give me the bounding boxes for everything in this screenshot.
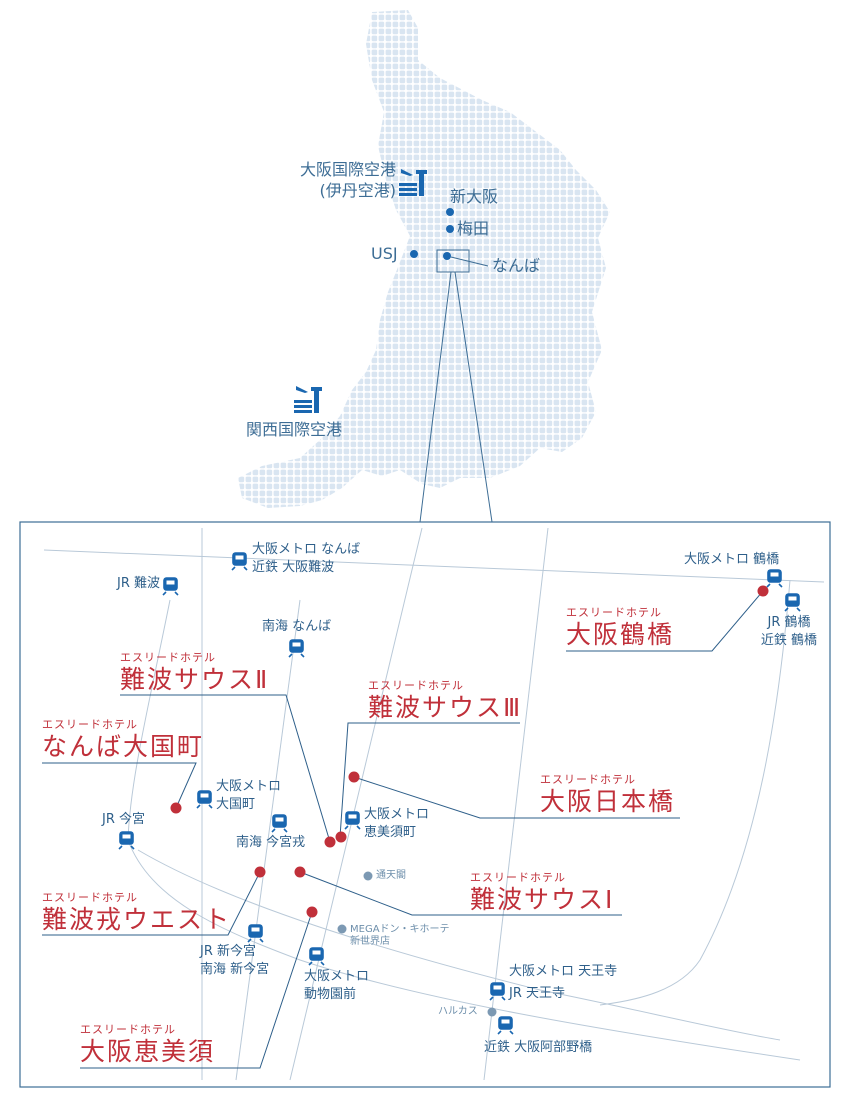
usj-dot (410, 250, 418, 258)
landmark-name: MEGAドン・キホーテ (350, 924, 450, 935)
station-jr-tennoji: JR 天王寺 (509, 986, 565, 1001)
umeda-label: 梅田 (457, 219, 490, 238)
namba-label: なんば (492, 256, 541, 275)
station-name: 大阪メトロ なんば (252, 542, 361, 557)
tsutenkaku-dot (363, 871, 373, 881)
hotel-label-namba-south-2[interactable]: エスリードホテル 難波サウスⅡ (120, 649, 269, 695)
station-daikokucho: 大阪メトロ 大国町 (216, 778, 281, 814)
station-shinimamiya: JR 新今宮 南海 新今宮 (200, 943, 269, 979)
hotel-name: 難波サウスⅠ (470, 885, 615, 914)
hotel-marker-namba-south-3[interactable] (335, 831, 347, 843)
hotel-brand: エスリードホテル (42, 891, 138, 904)
station-kintetsu-abenobashi: 近鉄 大阪阿部野橋 (484, 1040, 593, 1055)
hotel-name: 大阪鶴橋 (566, 620, 675, 649)
train-icon (196, 790, 213, 809)
hotel-marker-namba-daikokucho[interactable] (170, 802, 182, 814)
hotel-label-namba-daikokucho[interactable]: エスリードホテル なんば大国町 (42, 716, 204, 762)
osaka-prefecture-shape (238, 10, 610, 508)
hotel-marker-osaka-nipponbashi[interactable] (348, 771, 360, 783)
station-dobutsuenmae: 大阪メトロ 動物園前 (304, 968, 369, 1004)
airport-icon (294, 386, 322, 413)
hotel-label-osaka-nipponbashi[interactable]: エスリードホテル 大阪日本橋 (540, 771, 675, 817)
usj-label: USJ (371, 244, 398, 263)
station-jr-imamiya: JR 今宮 (102, 812, 145, 827)
train-icon (162, 577, 179, 596)
station-name: 大阪メトロ (216, 779, 282, 794)
hotel-marker-namba-south-2[interactable] (324, 836, 336, 848)
station-name: 恵美須町 (364, 825, 417, 840)
hotel-brand: エスリードホテル (120, 651, 216, 664)
landmark-harukas: ハルカス (438, 1006, 478, 1017)
hotel-name: 難波サウスⅡ (120, 665, 270, 694)
hotel-brand: エスリードホテル (42, 718, 138, 731)
kansai-airport-label: 関西国際空港 (246, 420, 343, 439)
train-icon (766, 569, 783, 588)
hotel-label-namba-south-1[interactable]: エスリードホテル 難波サウスⅠ (470, 869, 614, 915)
station-osaka-metro-namba: 大阪メトロ なんば 近鉄 大阪難波 (252, 541, 360, 577)
station-name: JR 新今宮 (200, 944, 256, 959)
hotel-label-namba-ebisu-west[interactable]: エスリードホテル 難波戎ウエスト (42, 889, 231, 935)
station-nankai-namba: 南海 なんば (262, 619, 332, 634)
hotel-brand: エスリードホテル (540, 773, 636, 786)
shin-osaka-dot (446, 208, 454, 216)
station-name: 近鉄 大阪難波 (252, 560, 335, 575)
hotel-brand: エスリードホテル (80, 1023, 176, 1036)
train-icon (497, 1016, 514, 1035)
train-icon (344, 811, 361, 830)
hotel-marker-osaka-ebisu[interactable] (306, 906, 318, 918)
detail-map-frame (19, 521, 831, 1088)
itami-airport-alias: (伊丹空港) (319, 181, 397, 200)
hotel-name: なんば大国町 (42, 732, 205, 761)
umeda-dot (446, 225, 454, 233)
itami-airport-label: 大阪国際空港 (伊丹空港) (262, 159, 396, 201)
hotel-name: 大阪恵美須 (80, 1037, 216, 1066)
hotel-brand: エスリードホテル (470, 871, 566, 884)
train-icon (288, 639, 305, 658)
train-icon (308, 947, 325, 966)
station-nankai-imamiyaebisu: 南海 今宮戎 (236, 835, 306, 850)
train-icon (271, 814, 288, 833)
hotel-label-osaka-ebisu[interactable]: エスリードホテル 大阪恵美須 (80, 1021, 215, 1067)
hotel-name: 大阪日本橋 (540, 787, 676, 816)
hotel-name: 難波サウスⅢ (368, 693, 523, 722)
harukas-dot (487, 1007, 497, 1017)
hotel-brand: エスリードホテル (566, 606, 662, 619)
rail-lines (43, 527, 825, 1081)
train-icon (247, 924, 264, 943)
hotel-brand: エスリードホテル (368, 679, 464, 692)
mega-donki-dot (337, 924, 347, 934)
station-name: 大阪メトロ (304, 969, 370, 984)
station-ebisucho: 大阪メトロ 恵美須町 (364, 806, 429, 842)
hotel-leader-lines (42, 590, 764, 1069)
hotel-marker-namba-south-1[interactable] (294, 866, 306, 878)
station-metro-tennoji: 大阪メトロ 天王寺 (509, 964, 618, 979)
hotel-marker-osaka-tsuruhashi[interactable] (757, 585, 769, 597)
train-icon (784, 593, 801, 612)
station-name: 近鉄 鶴橋 (760, 633, 818, 648)
hotel-label-namba-south-3[interactable]: エスリードホテル 難波サウスⅢ (368, 677, 522, 723)
shin-osaka-label: 新大阪 (450, 187, 499, 206)
train-icon (489, 982, 506, 1001)
train-icon (118, 831, 135, 850)
station-jr-namba: JR 難波 (117, 576, 160, 591)
station-metro-tsuruhashi: 大阪メトロ 鶴橋 (684, 552, 780, 567)
station-name: 大阪メトロ (364, 807, 430, 822)
train-icon (231, 552, 248, 571)
station-name: 動物園前 (304, 987, 357, 1002)
airport-icon (399, 169, 427, 196)
landmark-name: 新世界店 (350, 936, 390, 947)
itami-airport-name: 大阪国際空港 (299, 160, 396, 179)
landmark-mega-donki: MEGAドン・キホーテ 新世界店 (350, 924, 450, 948)
namba-dot (443, 252, 451, 260)
hotel-marker-namba-ebisu-west[interactable] (254, 866, 266, 878)
station-name: JR 鶴橋 (767, 615, 811, 630)
station-name: 南海 新今宮 (200, 962, 270, 977)
station-name: 大国町 (216, 797, 256, 812)
landmark-tsutenkaku: 通天閣 (376, 870, 406, 881)
hotel-name: 難波戎ウエスト (42, 905, 232, 934)
hotel-label-osaka-tsuruhashi[interactable]: エスリードホテル 大阪鶴橋 (566, 604, 674, 650)
station-jr-tsuruhashi: JR 鶴橋 近鉄 鶴橋 (752, 614, 826, 650)
